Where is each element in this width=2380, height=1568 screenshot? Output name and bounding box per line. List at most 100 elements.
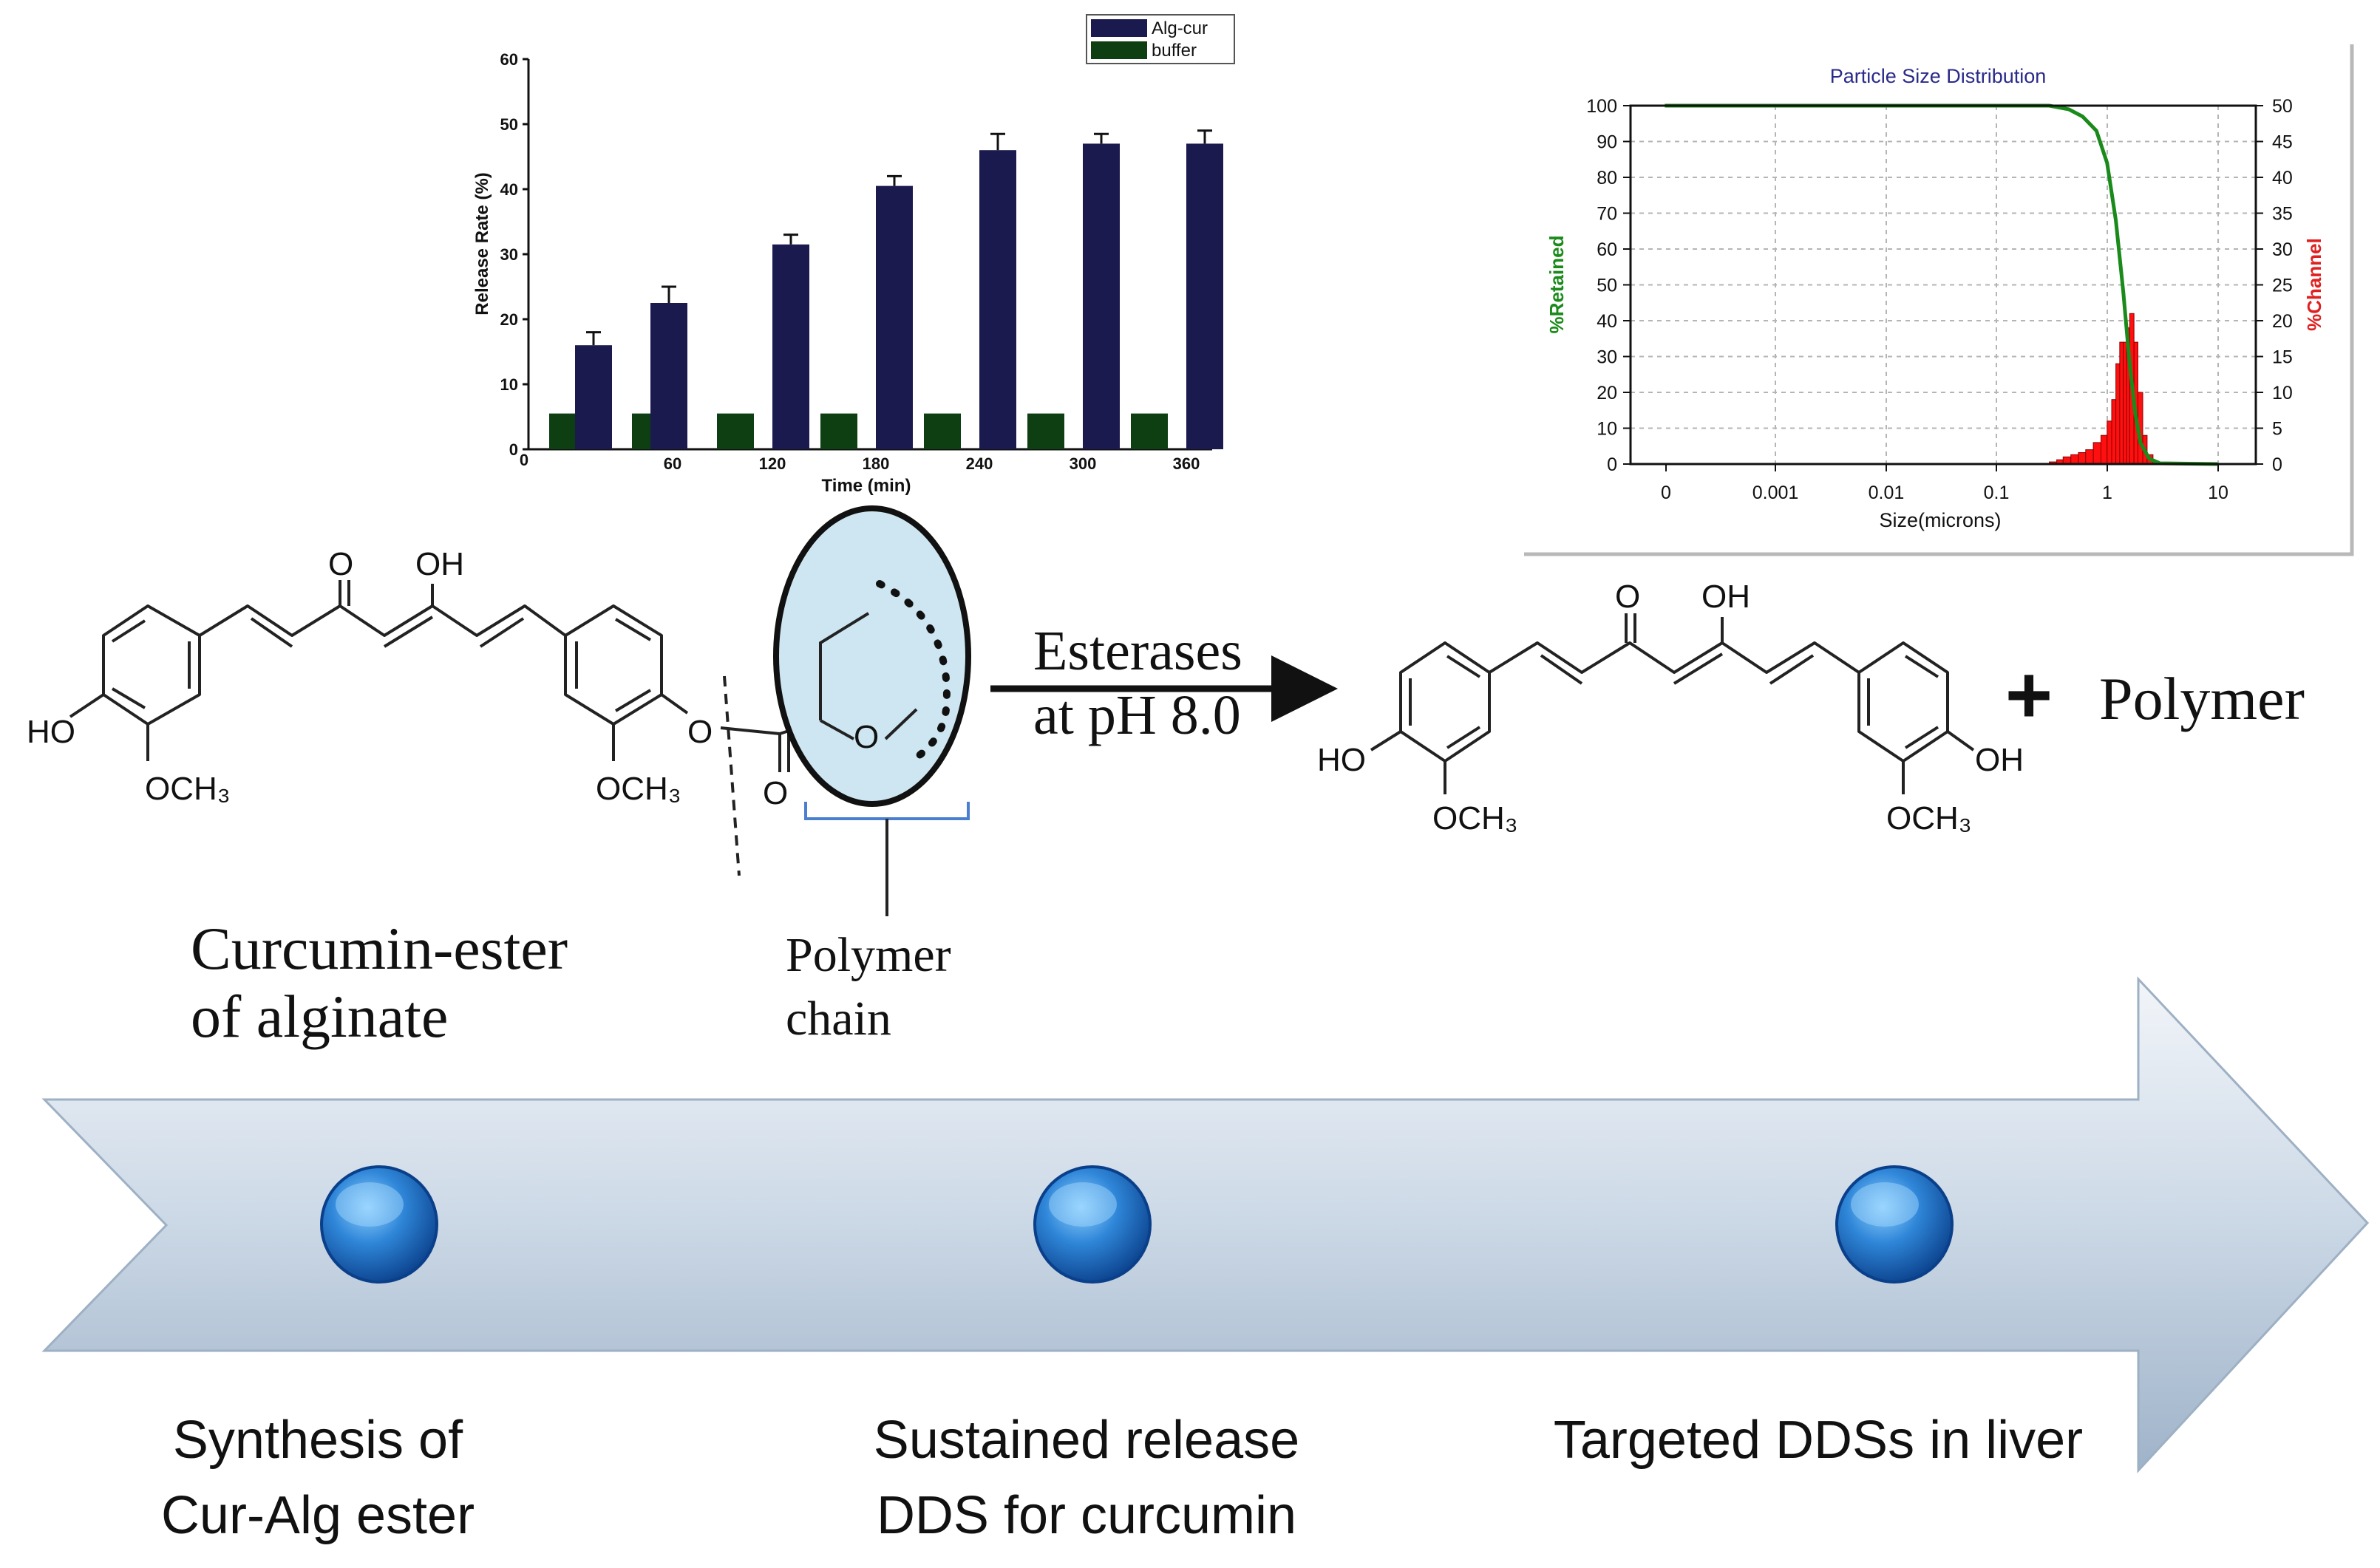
arrow-condition-ph: at pH 8.0 xyxy=(1033,684,1241,747)
psd-ylabel-left: %Retained xyxy=(1546,236,1568,334)
psd-ytick-right-label: 15 xyxy=(2272,347,2293,368)
product-och3-left: OCH₃ xyxy=(1432,800,1518,836)
psd-plot-frame xyxy=(1629,104,2257,466)
psd-ytick-left-label: 70 xyxy=(1597,204,1617,225)
release-chart-xlabel: Time (min) xyxy=(822,476,911,496)
particle-size-chart: Particle Size Distribution 0102030405060… xyxy=(1524,44,2354,556)
psd-ytick-right-label: 5 xyxy=(2272,419,2282,440)
timeline-label-3-line-1: Targeted DDSs in liver xyxy=(1553,1411,2084,1470)
buffer-bar xyxy=(1131,413,1168,449)
reactant-och3-right: OCH₃ xyxy=(596,771,681,807)
ester-carbonyl-o: O xyxy=(763,775,788,811)
legend-swatch-buffer xyxy=(1091,41,1147,59)
release-xtick-label: 120 xyxy=(759,454,786,473)
timeline-label-2: Sustained release DDS for curcumin xyxy=(820,1402,1353,1553)
timeline-dot-1 xyxy=(320,1165,438,1284)
product-och3-right: OCH₃ xyxy=(1886,800,1972,836)
psd-ytick-left-label: 90 xyxy=(1597,132,1617,153)
buffer-bar xyxy=(820,413,857,449)
product-structure xyxy=(1370,613,1975,794)
psd-ytick-right-label: 30 xyxy=(2272,239,2293,260)
reactant-name-line-1: Curcumin-ester xyxy=(191,915,568,982)
psd-ytick-right-label: 45 xyxy=(2272,132,2293,153)
release-ytick-label: 40 xyxy=(500,180,518,199)
psd-grid xyxy=(1631,106,2256,464)
product-ho: HO xyxy=(1317,742,1366,778)
release-ytick-label: 60 xyxy=(500,50,518,69)
legend-label-buffer: buffer xyxy=(1152,41,1197,61)
ring-oxygen: O xyxy=(854,719,879,755)
psd-ytick-left-label: 0 xyxy=(1607,454,1617,475)
arrow-condition-enzyme: Esterases xyxy=(1033,620,1242,682)
timeline-dot-3 xyxy=(1835,1165,1954,1284)
psd-channel-bar xyxy=(2100,434,2108,465)
release-ytick-label: 50 xyxy=(500,115,518,134)
timeline-dot-2 xyxy=(1033,1165,1152,1284)
reactant-left-ring xyxy=(102,604,201,726)
psd-ytick-left-label: 10 xyxy=(1597,419,1617,440)
psd-title: Particle Size Distribution xyxy=(1830,65,2047,87)
timeline-label-2-line-1: Sustained release xyxy=(873,1411,1300,1470)
timeline-label-1-line-2: Cur-Alg ester xyxy=(160,1486,475,1546)
psd-ytick-right-label: 10 xyxy=(2272,383,2293,403)
psd-ytick-left-label: 100 xyxy=(1586,96,1617,117)
reactant-och3-left: OCH₃ xyxy=(145,771,231,807)
psd-channel-bar xyxy=(2107,420,2112,465)
psd-ytick-right-label: 50 xyxy=(2272,96,2293,117)
psd-ylabel-right: %Channel xyxy=(2303,238,2325,331)
psd-ytick-right-label: 35 xyxy=(2272,204,2293,225)
legend-label-alg-cur: Alg-cur xyxy=(1152,18,1208,38)
product-polymer-label: Polymer xyxy=(2099,665,2305,732)
polymer-chain-label: Polymer chain xyxy=(786,924,951,1051)
psd-ytick-left-label: 30 xyxy=(1597,347,1617,368)
psd-retained-line xyxy=(1665,103,2218,466)
ester-oxygen: O xyxy=(687,714,713,750)
legend-swatch-alg-cur xyxy=(1091,19,1147,37)
buffer-bar xyxy=(717,413,754,449)
timeline-label-1-line-1: Synthesis of xyxy=(172,1411,463,1470)
alg-cur-bar xyxy=(876,185,913,449)
plus-sign: + xyxy=(2005,650,2053,740)
timeline-label-1: Synthesis of Cur-Alg ester xyxy=(96,1402,540,1553)
psd-channel-bar xyxy=(2085,449,2094,465)
psd-ytick-right-label: 20 xyxy=(2272,311,2293,332)
psd-channel-bar xyxy=(2123,341,2127,465)
psd-channel-bar xyxy=(2115,363,2121,465)
polymer-unit: O xyxy=(773,505,971,916)
psd-channel-bar xyxy=(2070,454,2079,465)
timeline-label-3: Targeted DDSs in liver xyxy=(1523,1402,2114,1478)
polymer-chain-line-2: chain xyxy=(786,991,891,1046)
release-ytick-label: 0 xyxy=(509,440,518,459)
alg-cur-bar xyxy=(650,303,687,449)
reactant-ho: HO xyxy=(27,714,75,750)
psd-channel-bar xyxy=(2119,341,2124,465)
psd-ytick-left-label: 40 xyxy=(1597,311,1617,332)
reactant-name-line-2: of alginate xyxy=(191,982,449,1050)
reactant-keto-o: O xyxy=(328,546,353,582)
release-chart-bars xyxy=(549,129,1223,449)
psd-ytick-right-label: 25 xyxy=(2272,276,2293,296)
release-ytick-label: 20 xyxy=(500,310,518,329)
alg-cur-bar xyxy=(1186,143,1223,449)
reactant-enol-oh: OH xyxy=(415,546,464,582)
reactant-name: Curcumin-ester of alginate xyxy=(191,915,568,1051)
psd-xtick-label: 0.1 xyxy=(1984,483,2010,503)
psd-ytick-right-label: 40 xyxy=(2272,168,2293,188)
release-xtick-label: 360 xyxy=(1173,454,1200,473)
polymer-ellipse xyxy=(773,505,971,807)
psd-channel-bar xyxy=(2078,451,2087,465)
psd-ytick-left-label: 80 xyxy=(1597,168,1617,188)
product-oh-right: OH xyxy=(1975,742,2024,778)
psd-channel-bar xyxy=(2092,442,2101,465)
buffer-bar xyxy=(924,413,961,449)
psd-xlabel: Size(microns) xyxy=(1879,509,2001,531)
release-ytick-label: 30 xyxy=(500,245,518,264)
release-xtick-label: 300 xyxy=(1070,454,1097,473)
psd-xtick-label: 0.001 xyxy=(1752,483,1799,503)
arrow-condition: Esterases at pH 8.0 xyxy=(1033,619,1242,749)
release-xtick-label: 240 xyxy=(966,454,993,473)
psd-xtick-label: 10 xyxy=(2208,483,2228,503)
